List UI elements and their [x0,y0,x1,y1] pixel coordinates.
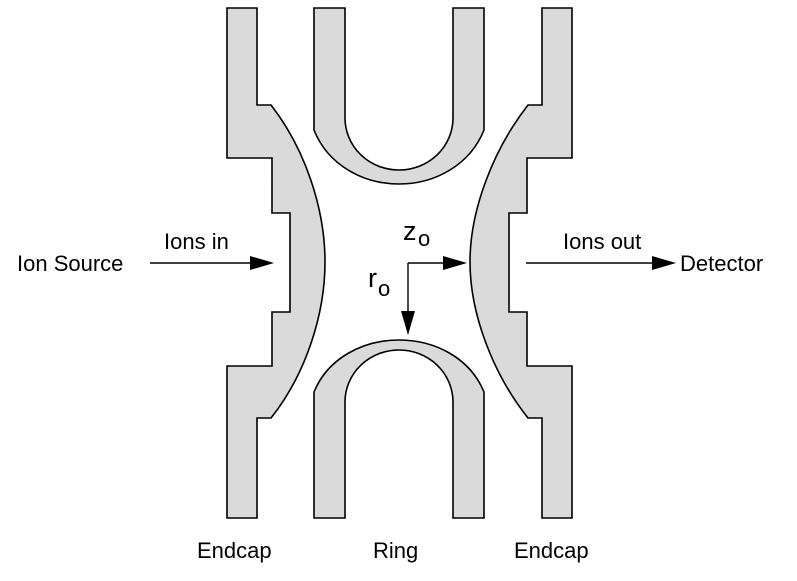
r0-label: r [368,263,377,293]
left-endcap-electrode [226,7,326,519]
r0-subscript: o [378,276,390,301]
detector-label: Detector [680,251,763,276]
upper-ring-electrode [313,7,485,185]
ions-out-arrow-head [652,256,676,270]
ions-in-arrow-head [250,256,274,270]
lower-ring-electrode [313,339,485,519]
ions-in-label: Ions in [164,229,229,254]
left-endcap-label: Endcap [197,538,272,563]
right-endcap-label: Endcap [514,538,589,563]
r0-axis-arrow-head [401,311,415,335]
ions-out-label: Ions out [563,229,641,254]
z0-subscript: o [418,226,430,251]
z0-label: z [403,216,417,246]
ring-label: Ring [373,538,418,563]
ion-source-label: Ion Source [17,251,123,276]
z0-axis-arrow-head [443,256,467,270]
right-endcap-electrode [469,7,573,519]
